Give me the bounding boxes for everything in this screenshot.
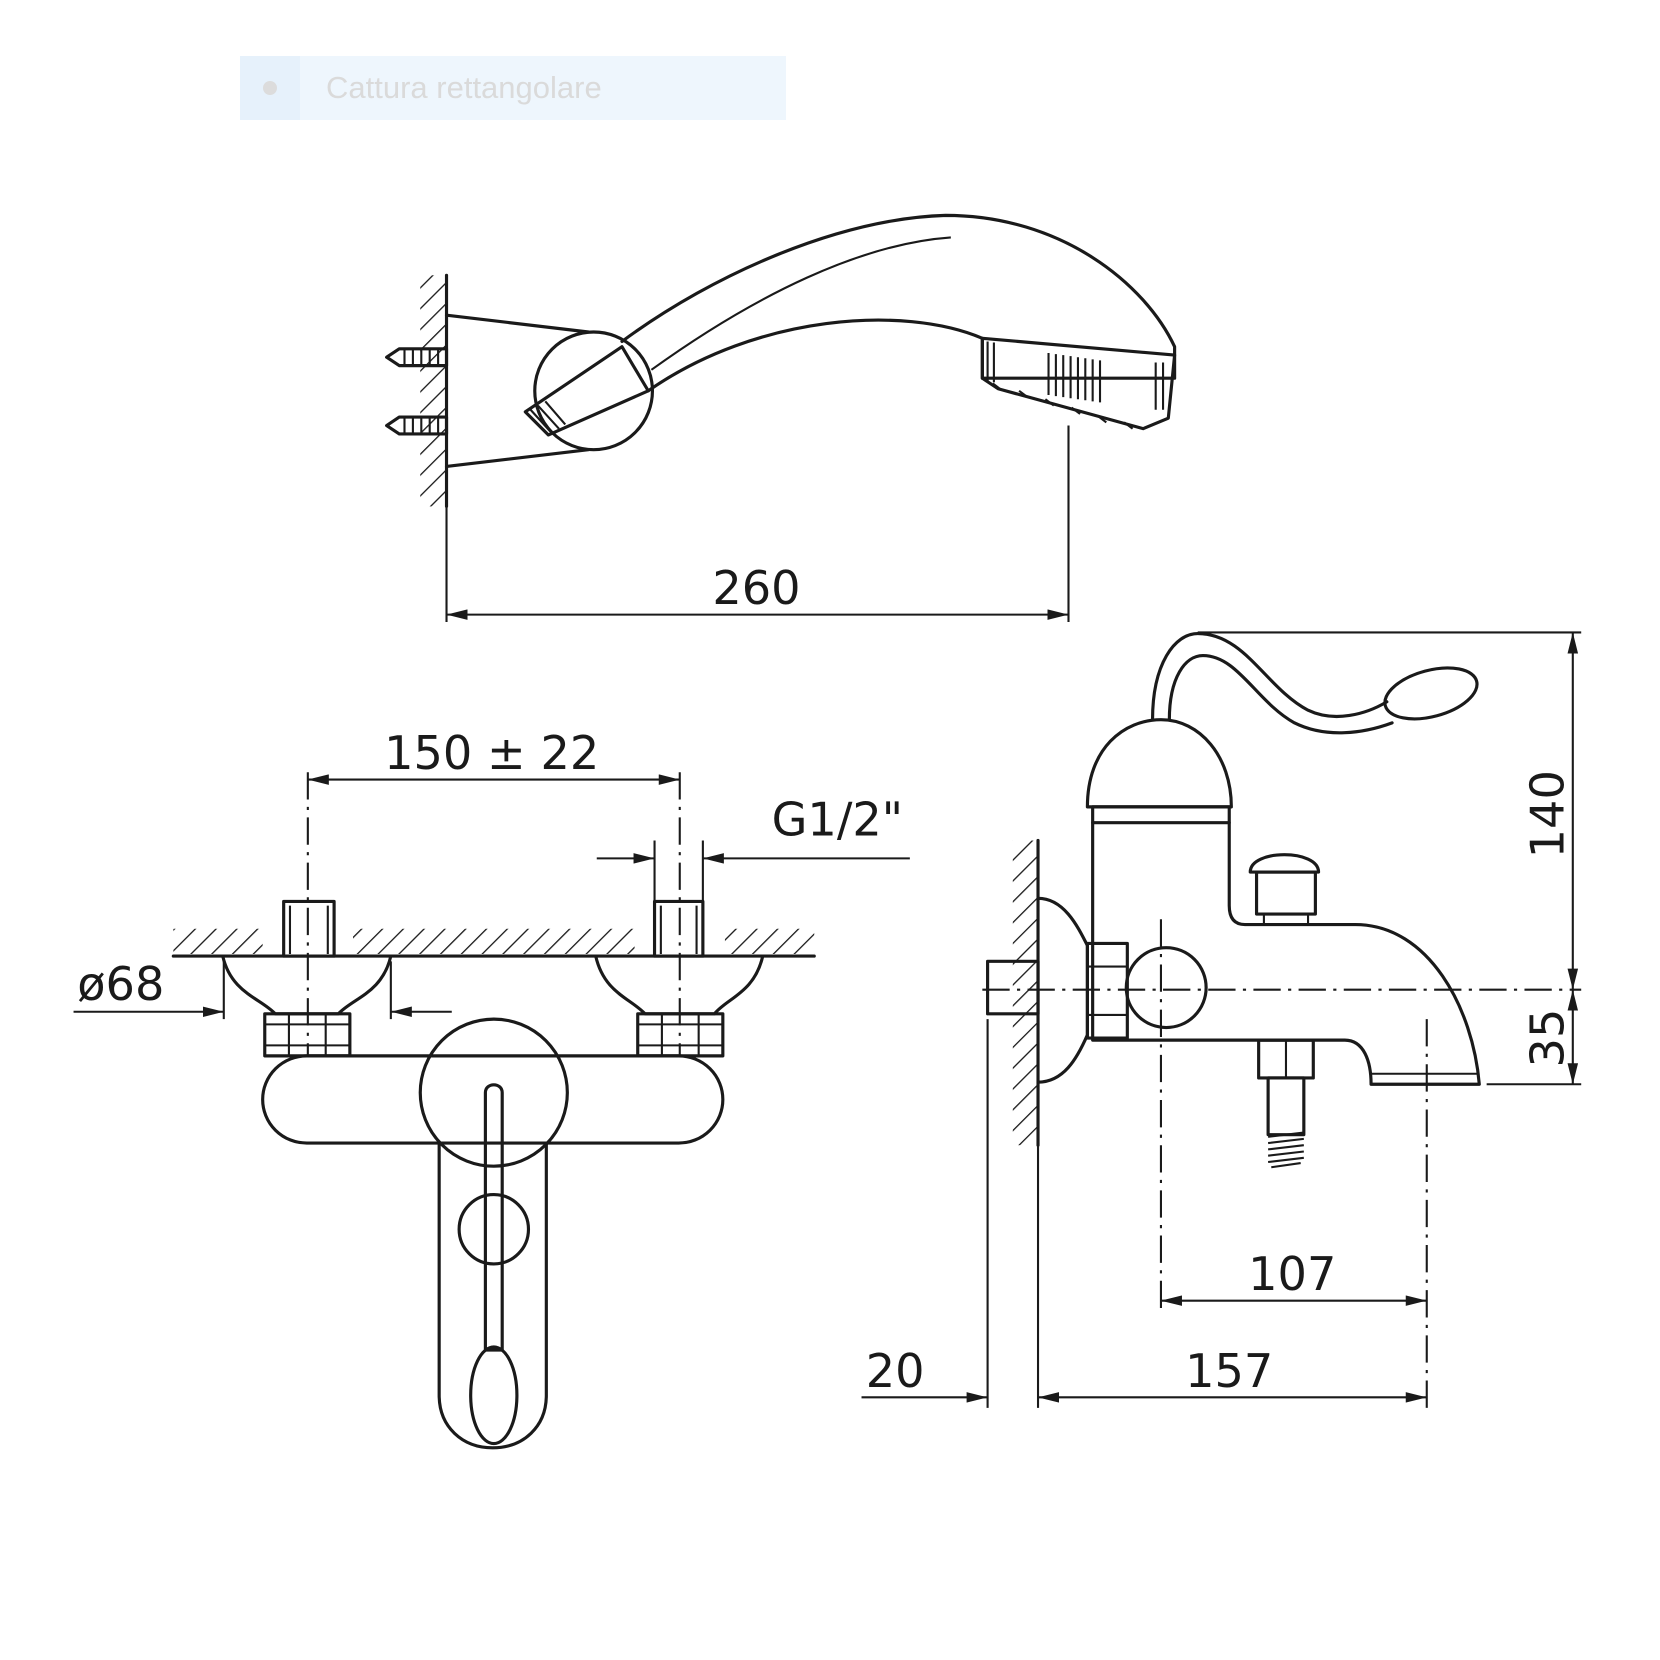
- wall-hatch: [1012, 840, 1039, 1146]
- bracket-ball: [533, 330, 655, 452]
- dim-spout-drop: 35: [1520, 1009, 1574, 1068]
- dim-thread: G1/2": [772, 792, 903, 846]
- screw-icon: [385, 415, 449, 436]
- body-ball: [1124, 946, 1208, 1030]
- mixer-front-view: 150 ± 22 G1/2" ø68: [73, 726, 910, 1450]
- diverter-knob: [1248, 853, 1321, 926]
- screw-icon: [385, 347, 449, 368]
- lever-hub: [457, 1192, 531, 1266]
- mixer-side-view: 140 35 107 157 20: [861, 631, 1582, 1408]
- lever-inner: [1167, 654, 1394, 735]
- mixer-cartridge-cover: [418, 1017, 569, 1168]
- lever-outer: [1150, 631, 1389, 722]
- dim-wall-to-spout: 157: [1185, 1344, 1273, 1398]
- threaded-stud: [986, 959, 1040, 1016]
- dim-escutcheon-diameter: ø68: [77, 957, 164, 1011]
- cartridge-dome: [1085, 718, 1233, 809]
- wall-hatch: [420, 275, 446, 507]
- spout-body: [1091, 821, 1481, 1086]
- capture-label: Cattura rettangolare: [326, 70, 602, 105]
- shower-head: [980, 336, 1177, 431]
- capture-rectangular-button[interactable]: Cattura rettangolare: [240, 56, 786, 120]
- mixer-body: [261, 1054, 725, 1145]
- hand-shower-view: 260: [385, 213, 1177, 622]
- lever-grip: [469, 1345, 519, 1446]
- handle-highlight: [650, 236, 951, 371]
- dim-height: 140: [1520, 770, 1574, 858]
- dim-axis-to-spout: 107: [1248, 1247, 1336, 1301]
- dim-inlet-spacing: 150 ± 22: [384, 726, 599, 780]
- mixer-lever-outline: [437, 1141, 548, 1450]
- hose-outlet: [1257, 1038, 1315, 1169]
- bracket-outline: [444, 313, 590, 469]
- lever-stem: [483, 1083, 504, 1352]
- dim-shower-length: 260: [712, 561, 800, 615]
- record-dot-icon: [240, 56, 300, 120]
- shower-handle: [620, 213, 1177, 393]
- lever-knob: [1383, 666, 1479, 721]
- dome-band: [1091, 805, 1231, 825]
- dim-stud-projection: 20: [866, 1344, 925, 1398]
